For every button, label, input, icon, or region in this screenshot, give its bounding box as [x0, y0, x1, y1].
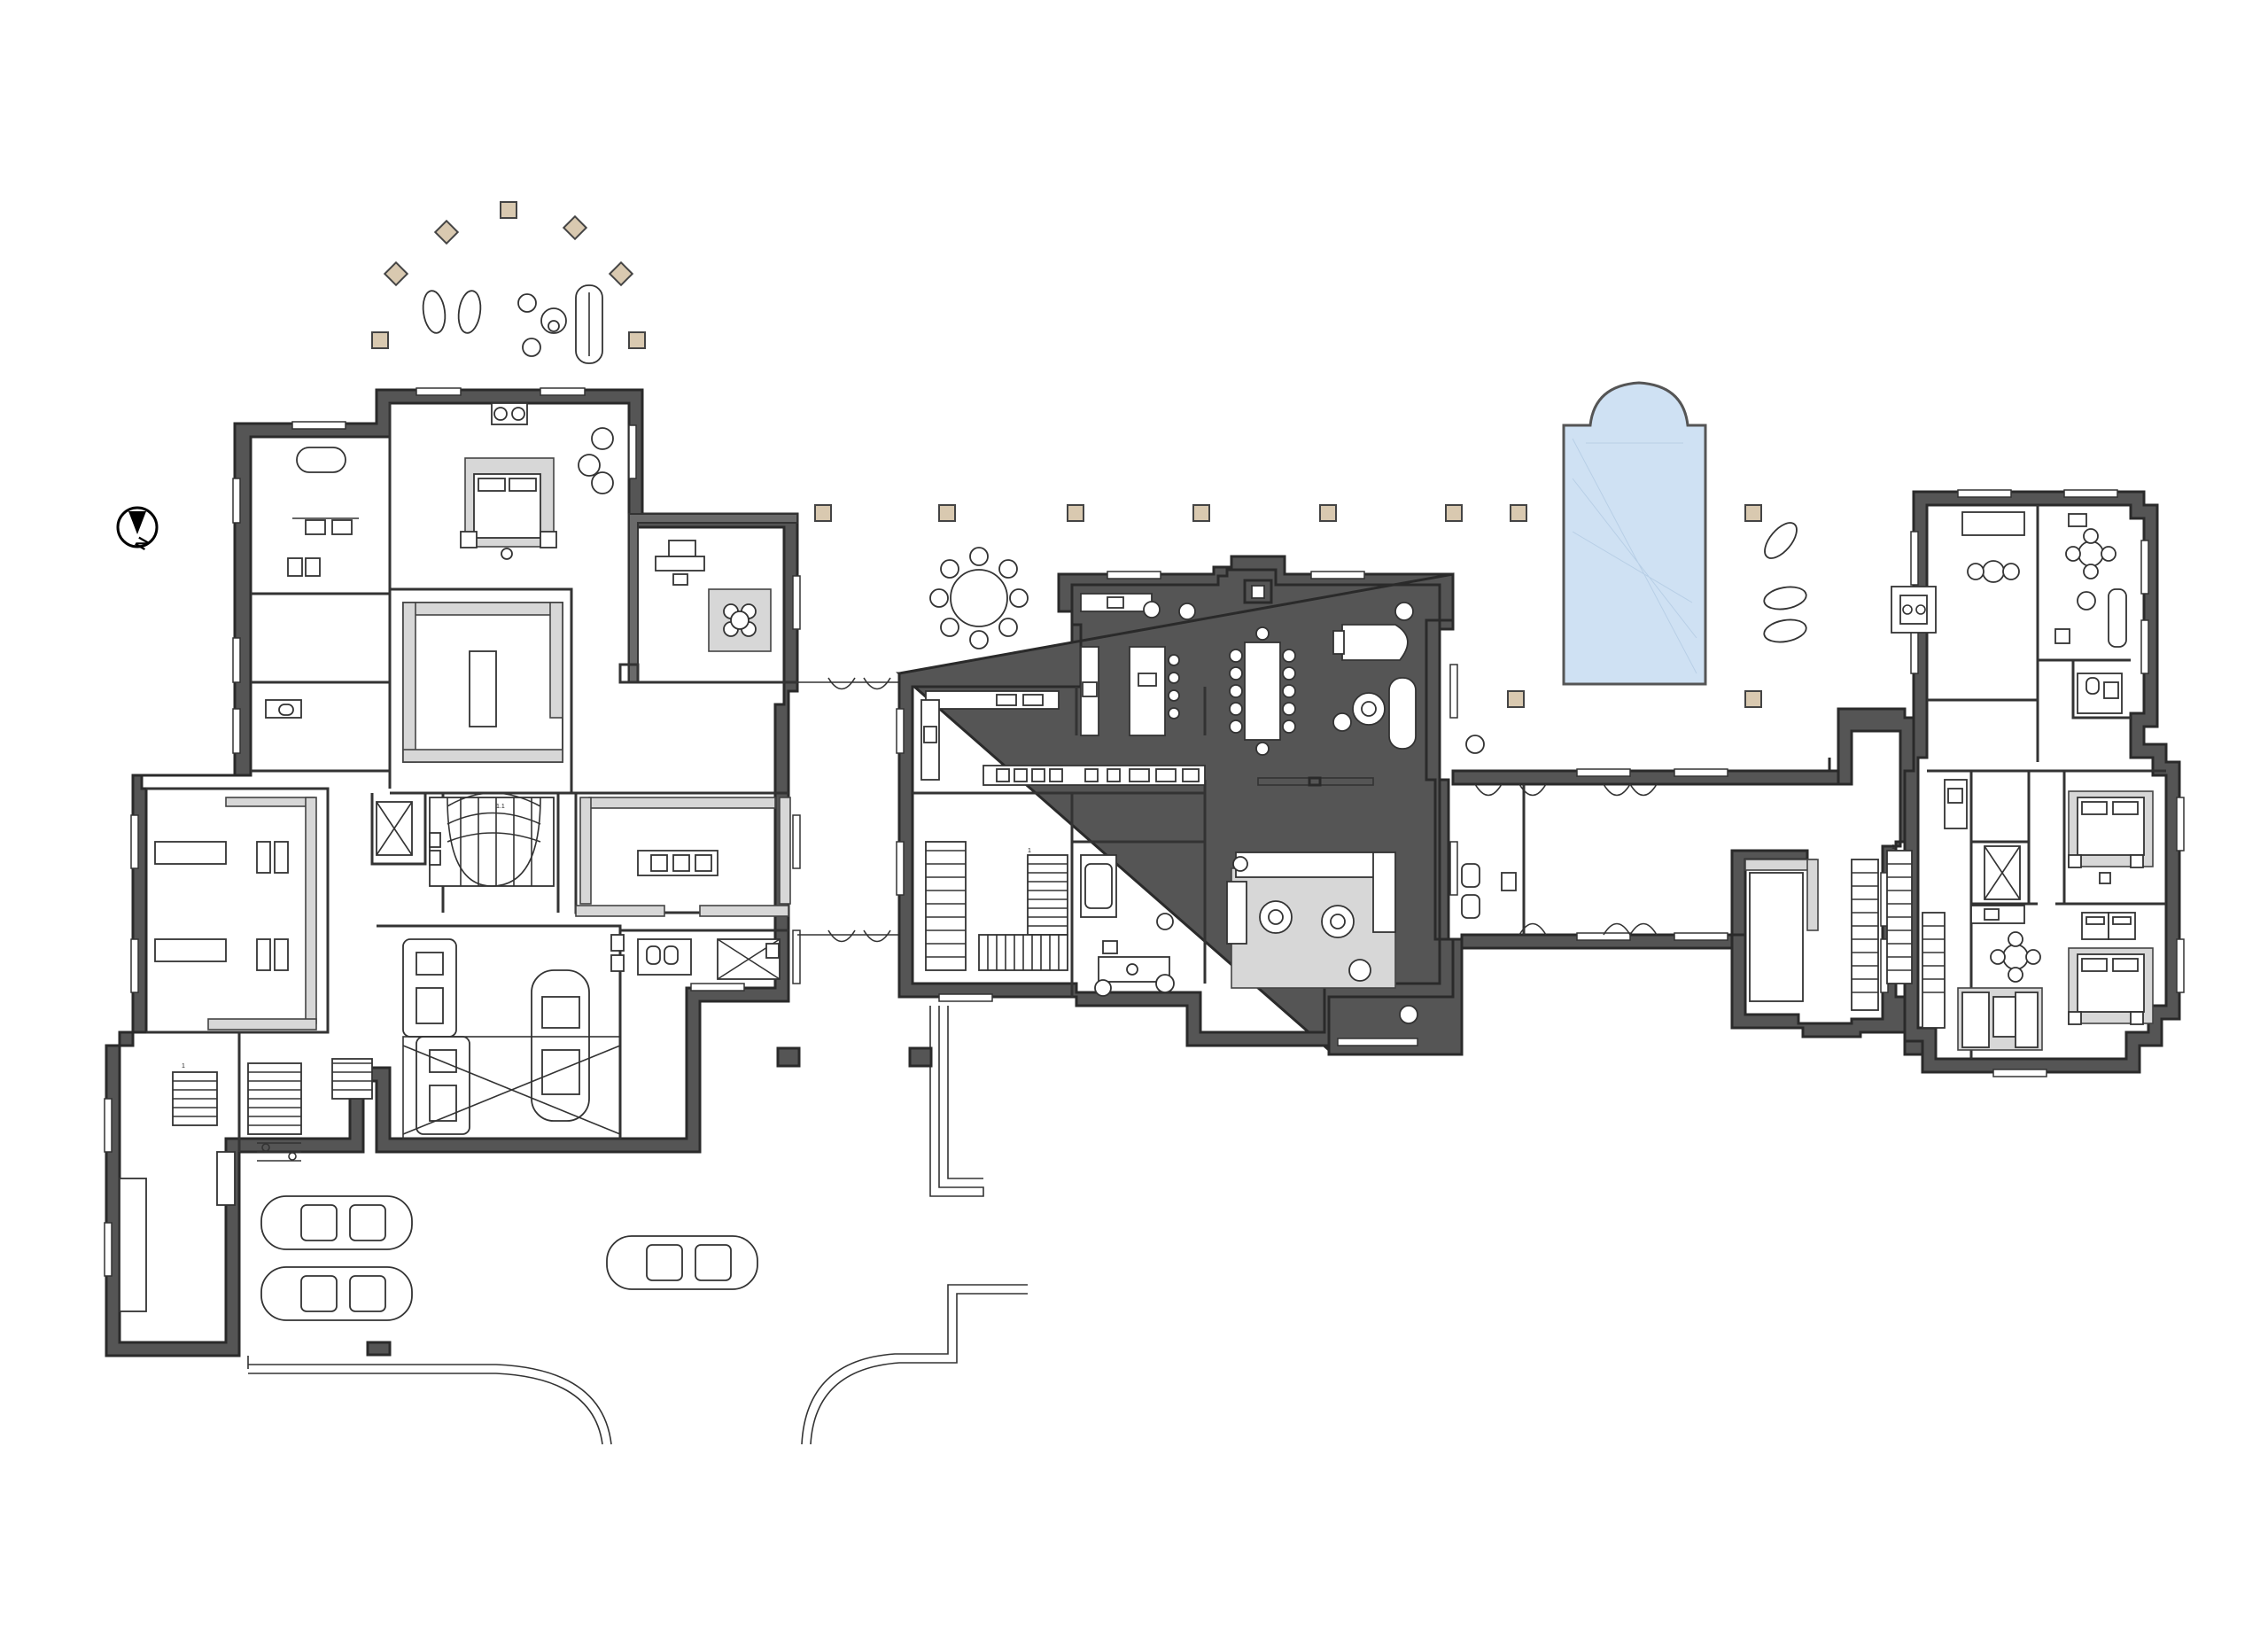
terrace-lights: [371, 201, 646, 349]
main-stair-label: 1.1: [496, 804, 505, 810]
pool-loungers: [1763, 522, 1807, 643]
link-corridor-west: [797, 677, 899, 943]
link-corridor-east: [1451, 758, 1840, 950]
parked-cars: [260, 1195, 758, 1321]
east-wing: 1: [1730, 489, 2185, 1077]
driveway: [247, 1006, 1028, 1445]
west-wing: 1.1: [104, 387, 801, 1357]
center-terrace: [814, 504, 1762, 708]
east-stair-label: 1: [1891, 844, 1895, 851]
center-wing: 1: [896, 555, 1485, 1056]
swimming-pool: [1562, 381, 1707, 686]
west-stair-label: 1: [182, 1063, 185, 1069]
center-stair-label: 1: [1028, 848, 1031, 854]
terrace-lounge-furniture: [422, 284, 603, 364]
north-arrow: N: [116, 506, 159, 553]
